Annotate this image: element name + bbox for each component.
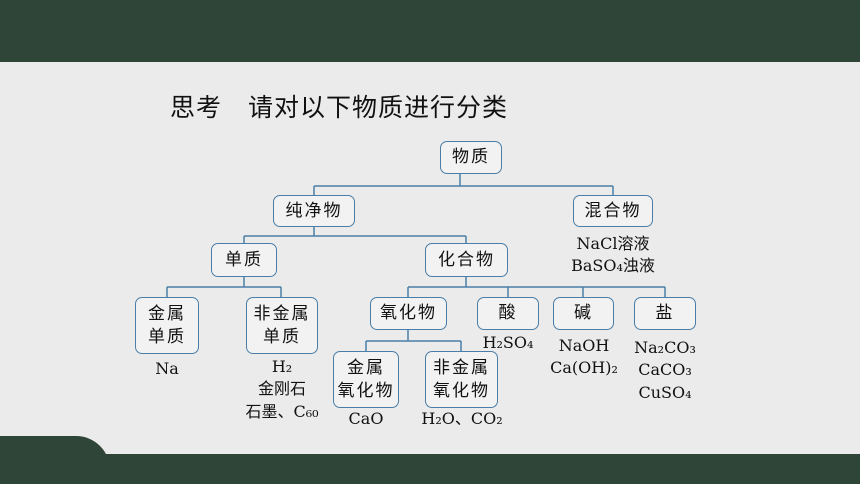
node-label: 盐 [655,303,675,324]
node-label: 物质 [452,147,490,168]
node-label: 碱 [574,303,593,324]
node-pure-substance: 纯净物 [273,195,355,227]
example-item: H₂O、CO₂ [421,409,503,428]
examples-metal-elemental: Na [127,358,207,380]
node-label-line2: 氧化物 [337,380,395,401]
node-metal-oxide: 金属 氧化物 [333,351,399,408]
node-compound: 化合物 [425,243,508,277]
node-nonmetal-elemental: 非金属 单质 [246,297,318,354]
example-item: CuSO₄ [638,382,692,402]
node-label-line1: 非金属 [433,358,490,379]
title-prefix: 思考 [170,93,223,122]
example-item: CaO [348,409,384,428]
example-item: Na₂CO₃ [634,338,696,357]
node-label: 化合物 [438,249,495,270]
node-label: 酸 [498,303,518,324]
example-item: NaCl溶液 [576,234,650,253]
node-oxide: 氧化物 [370,297,447,330]
examples-base: NaOH Ca(OH)₂ [538,335,630,380]
example-item: H₂ [271,357,293,376]
corner-decoration [0,436,110,484]
example-item: Na [155,359,179,378]
example-item: 石墨、C₆₀ [245,401,319,421]
node-substance: 物质 [440,141,502,174]
examples-nonmetal-elemental: H₂ 金刚石 石墨、C₆₀ [226,356,338,423]
node-label-line1: 金属 [148,304,186,325]
node-label: 混合物 [584,200,642,221]
example-item: CaCO₃ [638,360,692,380]
example-item: H₂SO₄ [482,333,534,352]
node-label-line1: 金属 [347,358,385,379]
node-label-line2: 氧化物 [433,380,490,401]
example-item: 金刚石 [257,379,306,399]
node-label: 单质 [225,249,263,270]
node-label: 氧化物 [380,303,437,324]
page-title: 思考请对以下物质进行分类 [170,88,508,124]
node-metal-elemental: 金属 单质 [135,297,199,354]
node-label-line2: 单质 [263,326,301,347]
example-item: BaSO₄浊液 [571,256,655,276]
node-base: 碱 [553,297,614,330]
title-text: 请对以下物质进行分类 [248,93,509,122]
node-elemental-substance: 单质 [211,243,277,277]
examples-acid: H₂SO₄ [466,332,550,354]
examples-mixture: NaCl溶液 BaSO₄浊液 [563,233,663,278]
examples-salt: Na₂CO₃ CaCO₃ CuSO₄ [625,337,705,404]
node-label: 纯净物 [285,200,343,221]
examples-metal-oxide: CaO [331,408,401,430]
node-mixture: 混合物 [573,195,653,227]
example-item: Ca(OH)₂ [550,358,618,378]
node-nonmetal-oxide: 非金属 氧化物 [425,351,498,408]
node-label-line2: 单质 [148,326,186,347]
node-acid: 酸 [477,297,539,330]
examples-nonmetal-oxide: H₂O、CO₂ [411,408,513,430]
node-salt: 盐 [634,297,696,330]
node-label-line1: 非金属 [253,304,311,325]
example-item: NaOH [558,336,610,355]
